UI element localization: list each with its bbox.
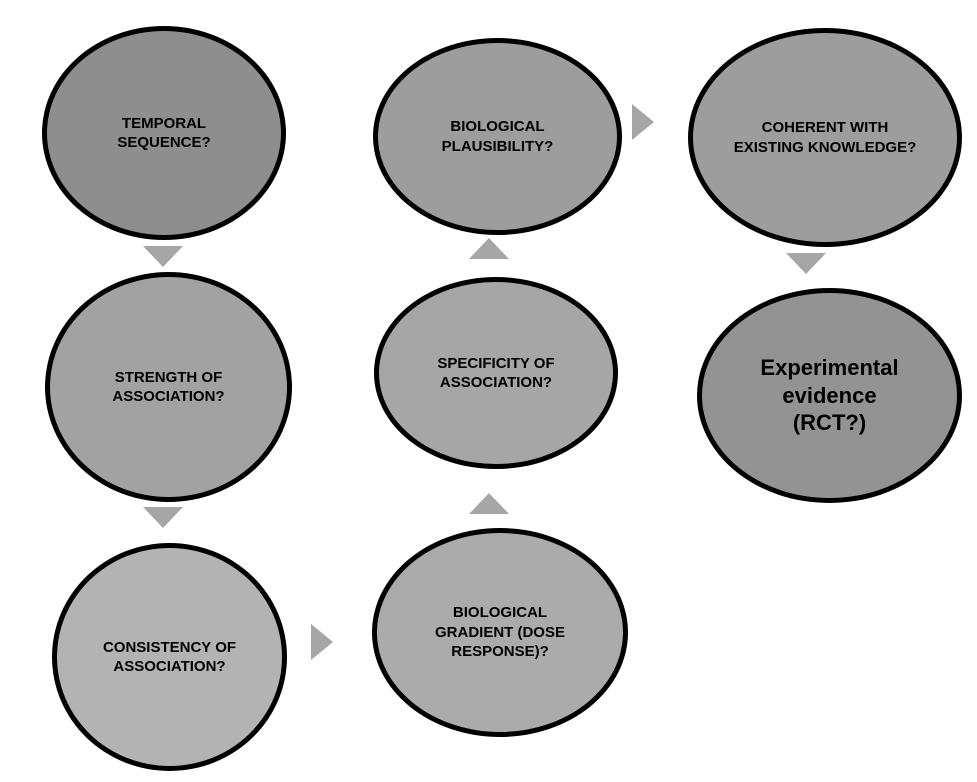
node-strength-association: STRENGTH OF ASSOCIATION?	[45, 272, 292, 502]
node-label-biological-gradient: BIOLOGICAL GRADIENT (DOSE RESPONSE)?	[434, 604, 565, 661]
arrow-up-icon	[469, 493, 509, 514]
node-label-specificity-association: SPECIFICITY OF ASSOCIATION?	[437, 354, 555, 392]
node-biological-plausibility: BIOLOGICAL PLAUSIBILITY?	[373, 38, 622, 235]
arrow-right-icon	[311, 624, 333, 660]
arrow-right-icon	[632, 104, 654, 140]
node-label-temporal-sequence: TEMPORAL SEQUENCE?	[117, 114, 211, 152]
node-label-biological-plausibility: BIOLOGICAL PLAUSIBILITY?	[441, 118, 554, 155]
node-biological-gradient: BIOLOGICAL GRADIENT (DOSE RESPONSE)?	[372, 528, 628, 737]
node-temporal-sequence: TEMPORAL SEQUENCE?	[42, 26, 286, 240]
node-label-consistency-association: CONSISTENCY OF ASSOCIATION?	[102, 638, 237, 676]
node-specificity-association: SPECIFICITY OF ASSOCIATION?	[374, 277, 618, 469]
arrow-down-icon	[786, 253, 826, 274]
node-coherent-knowledge: COHERENT WITH EXISTING KNOWLEDGE?	[688, 28, 962, 247]
node-label-coherent-knowledge: COHERENT WITH EXISTING KNOWLEDGE?	[733, 119, 917, 156]
arrow-up-icon	[469, 238, 509, 259]
arrow-down-icon	[143, 246, 183, 267]
node-label-strength-association: STRENGTH OF ASSOCIATION?	[112, 368, 225, 406]
node-label-experimental-evidence: Experimental evidence (RCT?)	[760, 355, 899, 436]
node-consistency-association: CONSISTENCY OF ASSOCIATION?	[52, 543, 287, 771]
arrow-down-icon	[143, 507, 183, 528]
node-experimental-evidence: Experimental evidence (RCT?)	[697, 288, 962, 503]
